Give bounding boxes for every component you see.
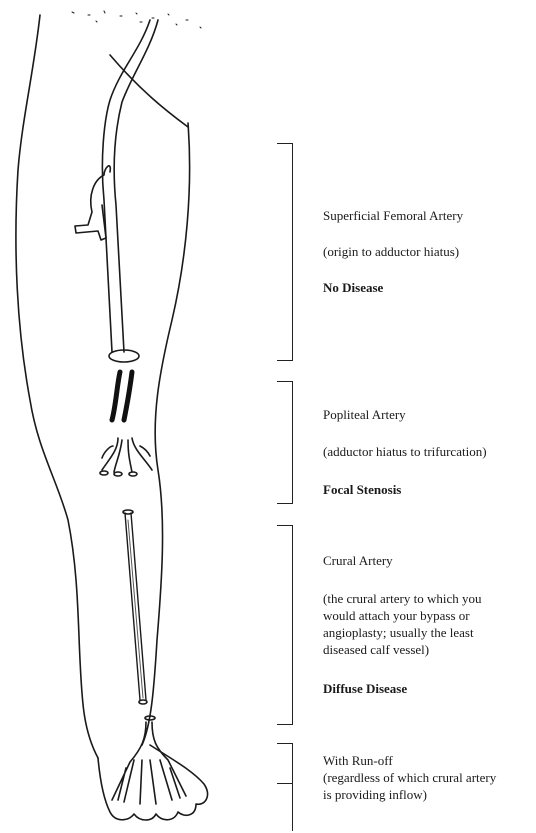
- crural-desc-line-1: (the crural artery to which you: [323, 590, 481, 607]
- leg-outline-left: [16, 15, 98, 758]
- groin-line: [110, 55, 188, 127]
- bracket-popliteal: [277, 381, 293, 504]
- crural-status: Diffuse Disease: [323, 680, 407, 697]
- sfa-range: (origin to adductor hiatus): [323, 243, 459, 260]
- tibial-stump-3: [129, 472, 137, 476]
- popliteal-range: (adductor hiatus to trifurcation): [323, 443, 487, 460]
- popliteal-stenosis-left: [112, 372, 120, 420]
- speckle-marks: [72, 11, 201, 28]
- tibial-stump-1: [100, 471, 108, 475]
- trifurcation: [102, 438, 152, 472]
- profunda-branch: [75, 166, 110, 240]
- bracket-runoff-spine: [292, 743, 293, 831]
- popliteal-name: Popliteal Artery: [323, 406, 406, 423]
- crural-artery-core: [128, 520, 143, 698]
- leg-outline-right: [142, 123, 190, 745]
- runoff-vessels: [112, 722, 186, 804]
- runoff-desc-line-1: (regardless of which crural artery: [323, 769, 496, 786]
- crural-desc-line-4: diseased calf vessel): [323, 641, 429, 658]
- crural-bottom-cap: [139, 700, 147, 704]
- bracket-runoff-top: [277, 743, 293, 744]
- bracket-crural: [277, 525, 293, 725]
- crural-desc-line-2: would attach your bypass or: [323, 607, 470, 624]
- sfa-name: Superficial Femoral Artery: [323, 207, 463, 224]
- bracket-sfa: [277, 143, 293, 361]
- runoff-name: With Run-off: [323, 752, 393, 769]
- bracket-runoff-mid: [277, 783, 293, 784]
- tibial-stump-2: [114, 472, 122, 476]
- crural-desc-line-3: angioplasty; usually the least: [323, 624, 474, 641]
- sfa-status: No Disease: [323, 279, 383, 296]
- femoral-artery: [102, 20, 158, 352]
- popliteal-stenosis-right: [124, 372, 132, 420]
- popliteal-status: Focal Stenosis: [323, 481, 401, 498]
- crural-name: Crural Artery: [323, 552, 393, 569]
- runoff-desc-line-2: is providing inflow): [323, 786, 427, 803]
